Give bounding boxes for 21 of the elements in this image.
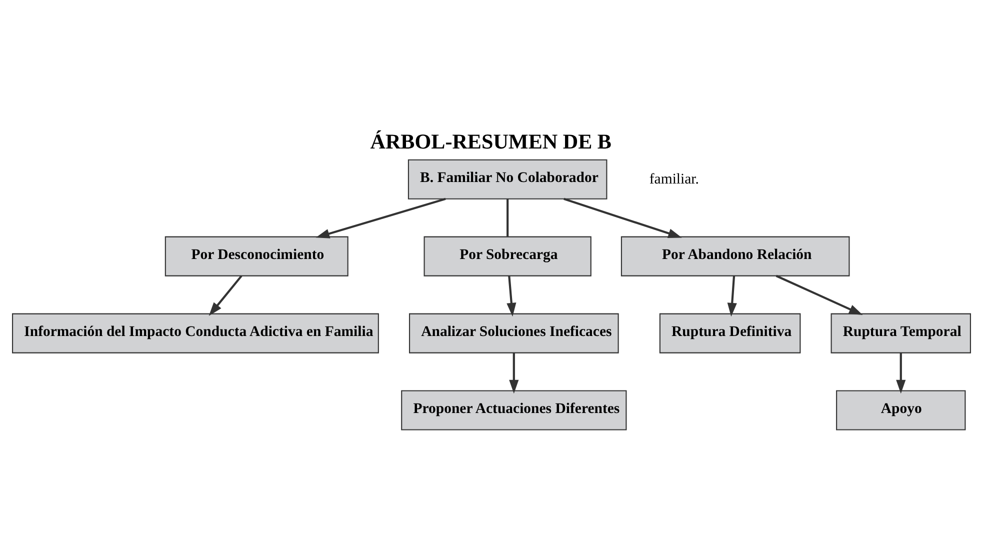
node-box: Ruptura Temporal: [830, 312, 971, 353]
node-box: B. Familiar No Colaborador: [408, 158, 608, 199]
arrow: [776, 274, 863, 315]
arrow: [509, 352, 519, 394]
node-box: Ruptura Definitiva: [659, 312, 801, 353]
node-box: Por Desconocimiento: [164, 236, 348, 276]
node-box: Apoyo: [836, 390, 966, 430]
label: familiar.: [649, 170, 699, 187]
arrow: [727, 275, 737, 316]
arrow: [564, 197, 682, 238]
node-box: Analizar Soluciones Ineficaces: [409, 312, 619, 353]
arrow: [506, 275, 516, 316]
connector: [506, 198, 509, 236]
arrow: [896, 352, 906, 394]
node-box: Por Abandono Relación: [620, 236, 850, 276]
diagram-title: ÁRBOL-RESUMEN DE B: [370, 128, 612, 153]
node-box: Proponer Actuaciones Diferentes: [401, 390, 627, 430]
arrow: [316, 197, 446, 238]
node-box: Información del Impacto Conducta Adictiva en Familia: [12, 312, 379, 353]
arrow: [208, 274, 242, 316]
node-box: Por Sobrecarga: [424, 236, 592, 276]
